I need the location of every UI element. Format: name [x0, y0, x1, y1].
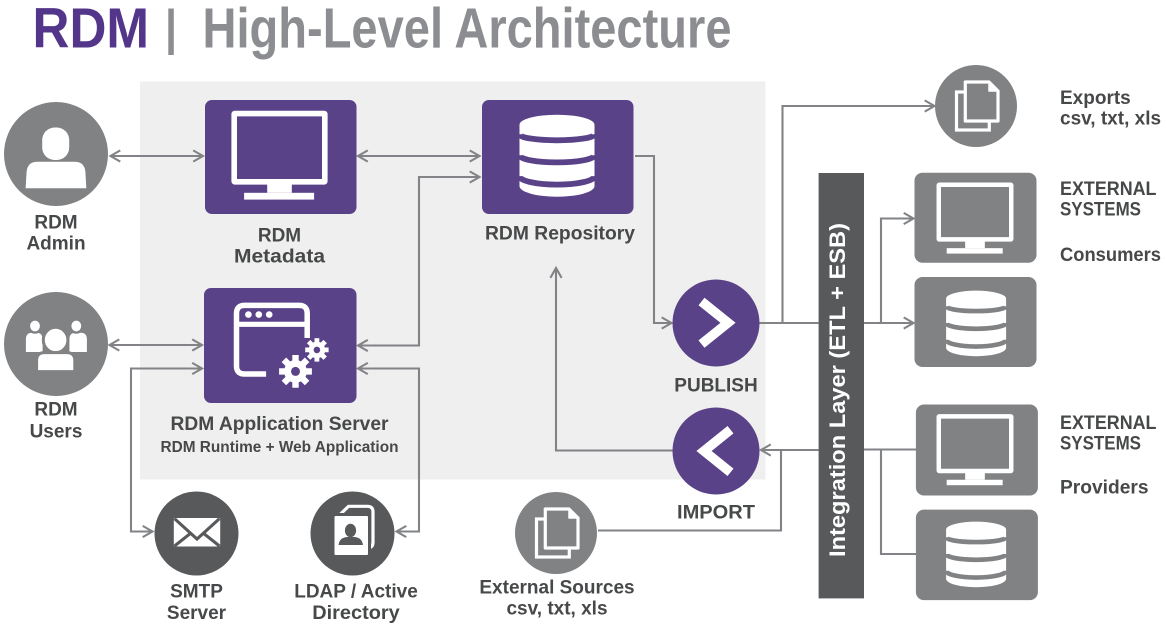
svg-text:LDAP / Active: LDAP / Active — [294, 582, 418, 603]
svg-text:SYSTEMS: SYSTEMS — [1060, 200, 1141, 221]
svg-text:csv, txt, xls: csv, txt, xls — [1060, 109, 1161, 130]
svg-text:Server: Server — [167, 603, 227, 624]
svg-text:RDM Repository: RDM Repository — [485, 224, 635, 245]
svg-text:Exports: Exports — [1060, 88, 1131, 109]
svg-text:RDM: RDM — [34, 213, 77, 234]
svg-text:SMTP: SMTP — [170, 582, 223, 603]
svg-text:SYSTEMS: SYSTEMS — [1060, 434, 1141, 455]
svg-text:External Sources: External Sources — [479, 578, 634, 599]
svg-text:High-Level Architecture: High-Level Architecture — [203, 0, 732, 61]
svg-text:Users: Users — [30, 422, 83, 443]
svg-text:RDM Application Server: RDM Application Server — [171, 414, 390, 435]
svg-text:PUBLISH: PUBLISH — [674, 376, 757, 397]
svg-text:Admin: Admin — [26, 234, 85, 255]
svg-text:Consumers: Consumers — [1060, 245, 1161, 266]
svg-text:Providers: Providers — [1060, 478, 1149, 499]
svg-text:csv, txt, xls: csv, txt, xls — [506, 599, 607, 620]
svg-text:RDM: RDM — [33, 0, 150, 61]
svg-text:IMPORT: IMPORT — [677, 503, 755, 524]
svg-text:RDM: RDM — [34, 400, 77, 421]
svg-text:Directory: Directory — [312, 603, 400, 624]
svg-text:RDM: RDM — [258, 226, 301, 247]
svg-text:EXTERNAL: EXTERNAL — [1060, 179, 1157, 200]
svg-text:RDM Runtime + Web Application: RDM Runtime + Web Application — [161, 439, 399, 456]
svg-text:Integration Layer (ETL + ESB): Integration Layer (ETL + ESB) — [825, 223, 850, 557]
svg-text:Metadata: Metadata — [234, 247, 325, 268]
svg-text:EXTERNAL: EXTERNAL — [1060, 413, 1157, 434]
